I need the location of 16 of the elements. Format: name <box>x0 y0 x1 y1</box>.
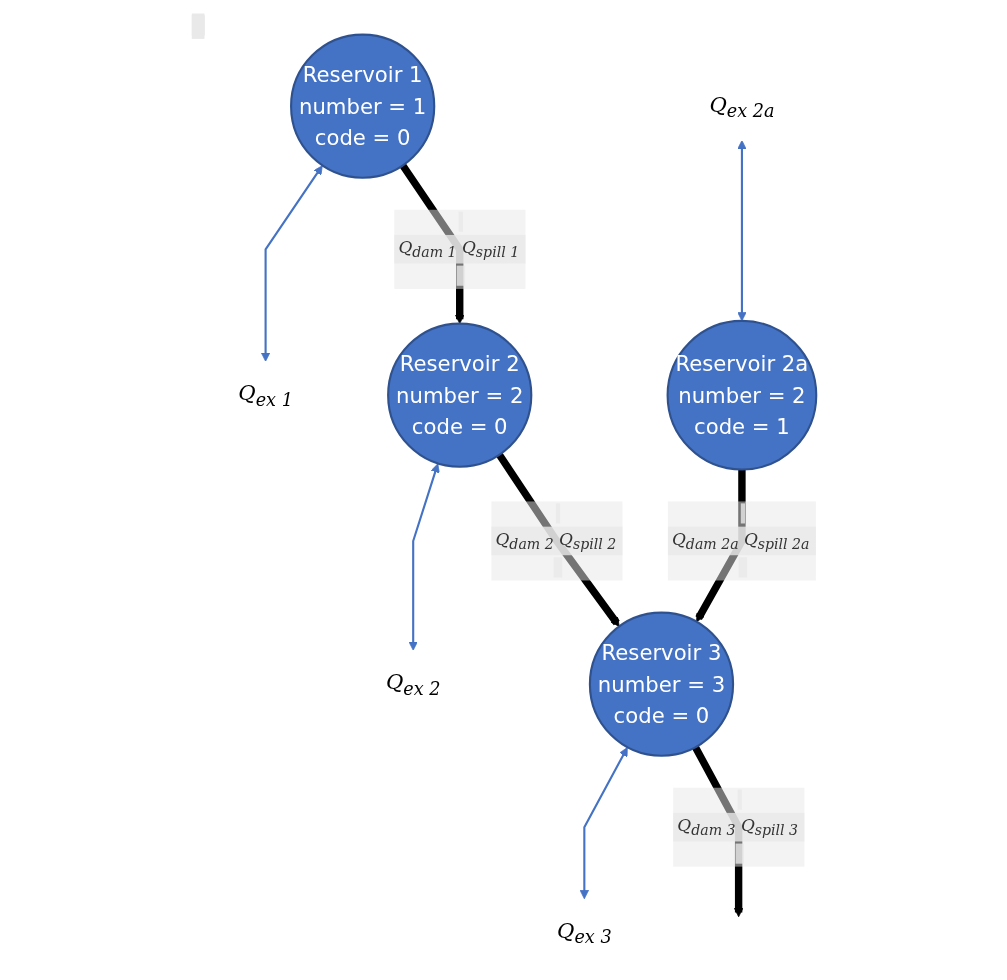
node-text: Q$_{ex 3}$ <box>556 917 612 948</box>
edge-label: Q$_{dam 3}$ Q$_{spill 3}$ <box>676 815 798 839</box>
arrow <box>408 463 440 651</box>
arrow <box>579 747 628 900</box>
node-circle: Reservoir 2 number = 2 code = 0 <box>386 322 532 468</box>
node-circle: Reservoir 1 number = 1 code = 0 <box>289 33 435 179</box>
node-circle: Reservoir 2a number = 2 code = 1 <box>666 319 817 471</box>
edge-label: Q$_{dam 1}$ Q$_{spill 1}$ <box>397 237 519 261</box>
node-text: Q$_{ex 2a}$ <box>708 91 774 122</box>
edge-label: Q$_{dam 2a}$ Q$_{spill 2a}$ <box>671 528 809 553</box>
node-text: Q$_{ex 1}$ <box>237 380 293 410</box>
node-circle: Reservoir 3 number = 3 code = 0 <box>588 611 734 757</box>
edge-label: Q$_{dam 2}$ Q$_{spill 2}$ <box>494 528 616 553</box>
node-text: Q$_{ex 2}$ <box>385 669 440 699</box>
arrow <box>260 165 323 362</box>
arrow <box>736 140 747 322</box>
